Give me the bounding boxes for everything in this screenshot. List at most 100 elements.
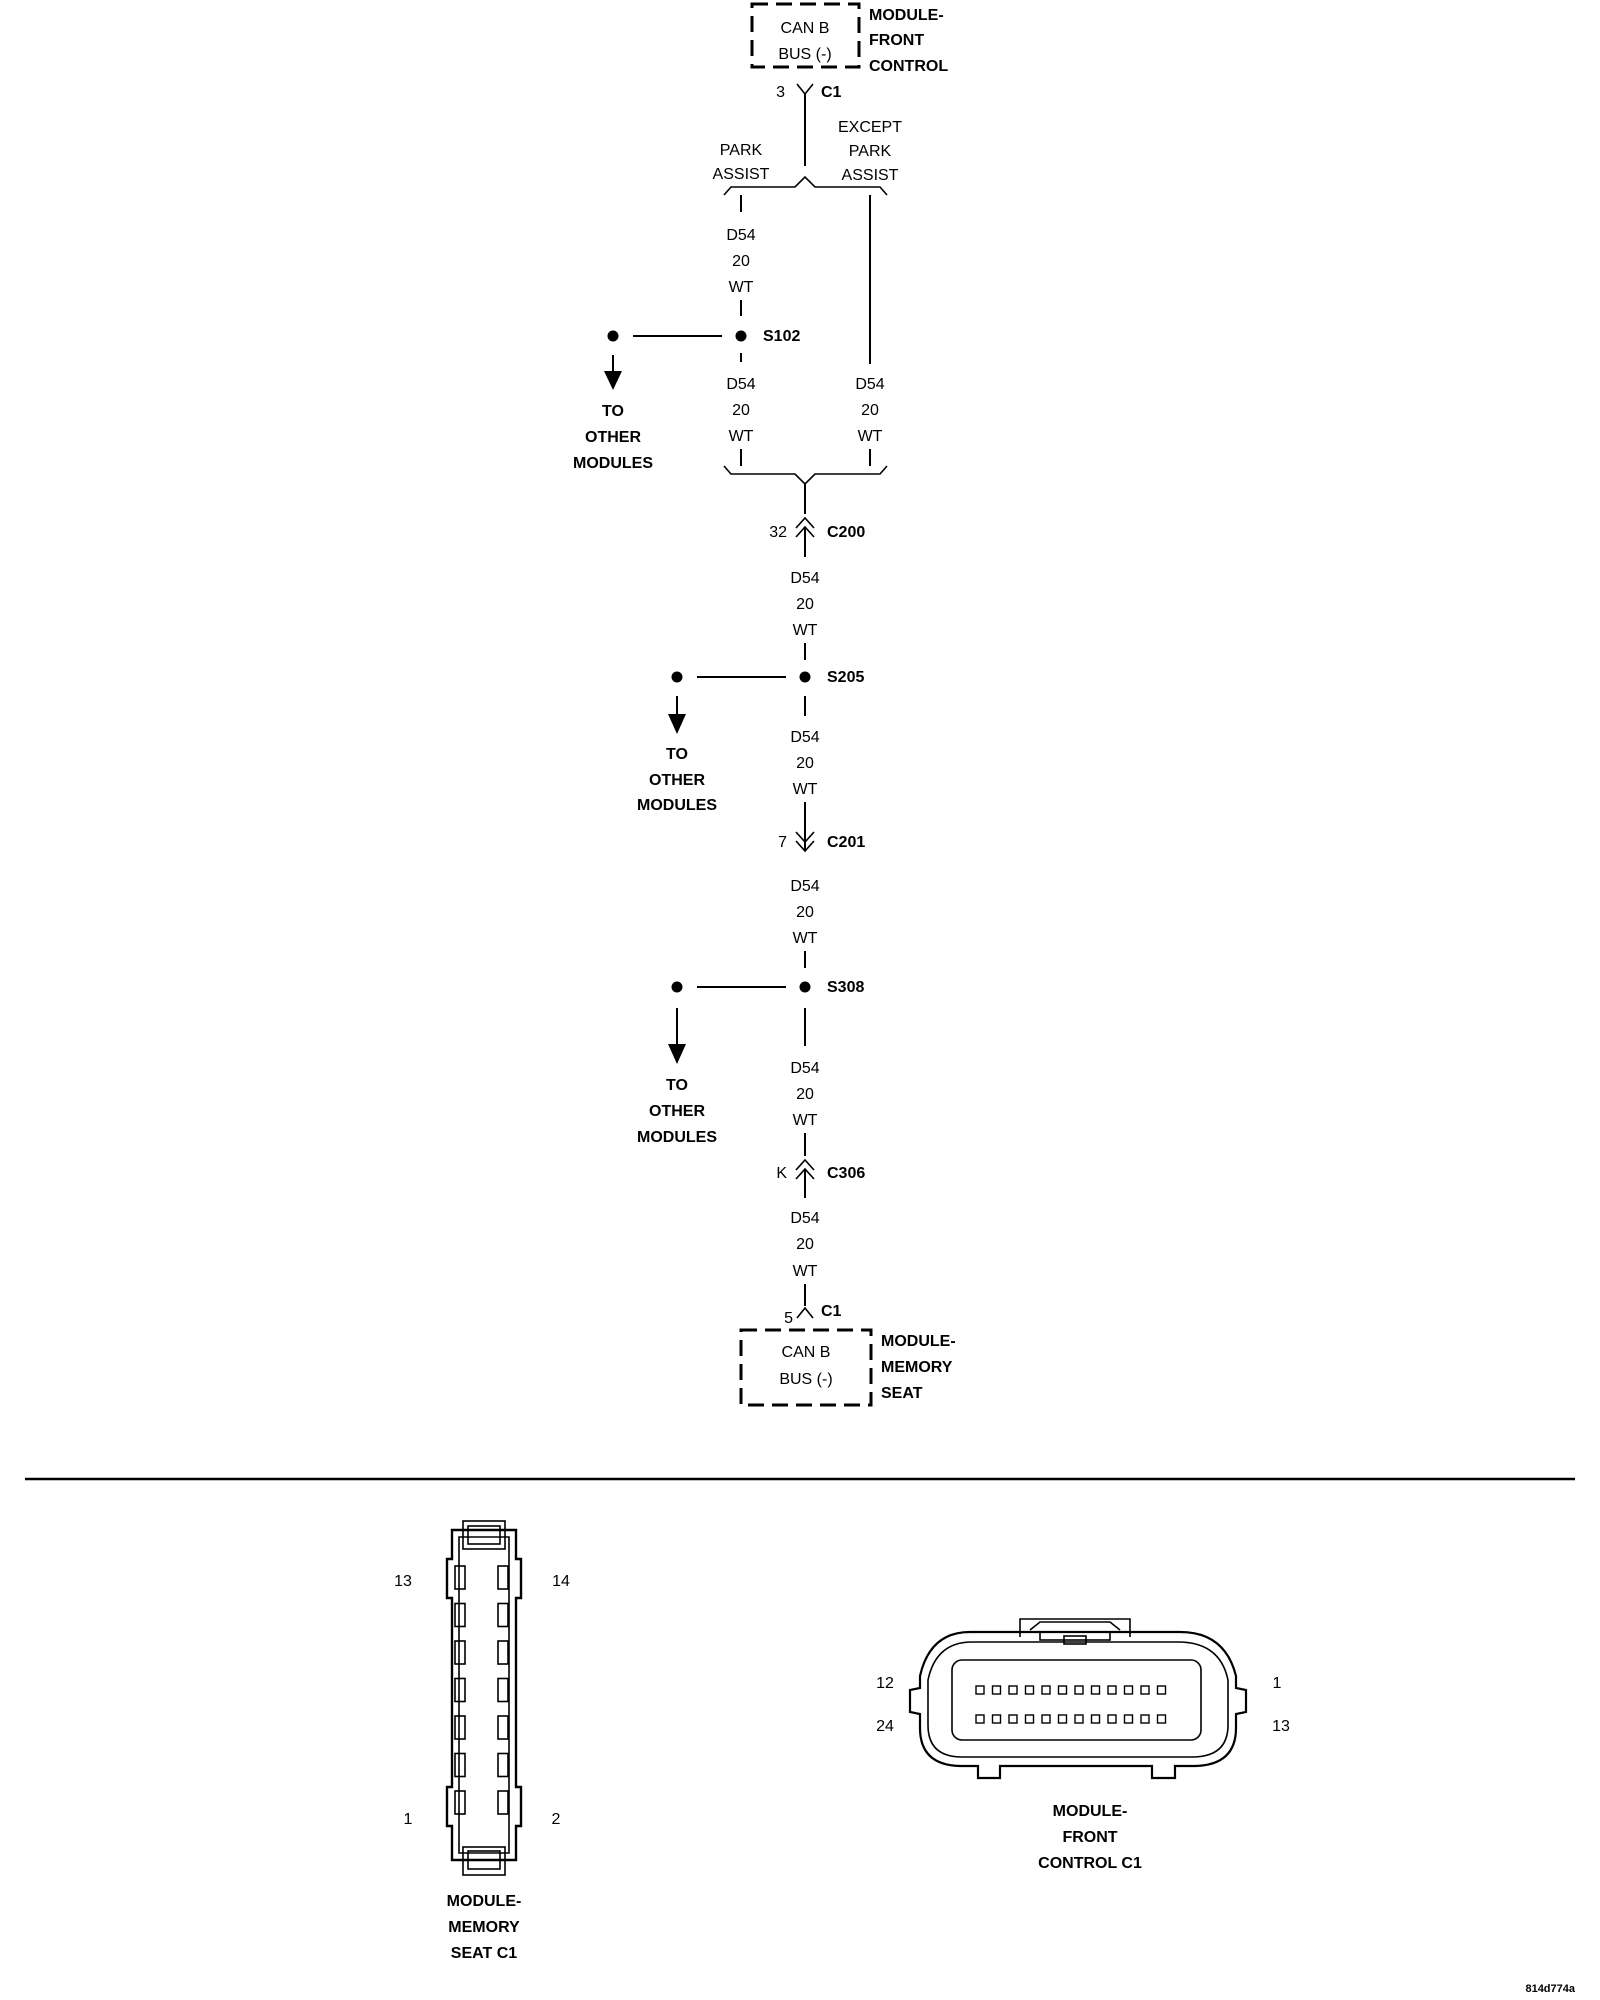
- seat-pin-cavity: [454, 1752, 466, 1778]
- opt-right-line1: EXCEPT: [838, 119, 902, 136]
- memory-seat-module: CAN B BUS (-) MODULE- MEMORY SEAT: [739, 1328, 956, 1407]
- splice-s308-dot: [799, 981, 811, 993]
- wire-c201-code: D54: [790, 878, 819, 895]
- c201-connector: 7 C201: [778, 831, 865, 853]
- branch2-end-dot: [671, 671, 683, 683]
- wire-s205-gauge: 20: [796, 755, 814, 772]
- seat-module-name1: MODULE-: [881, 1333, 956, 1350]
- opt-right-line3: ASSIST: [842, 167, 899, 184]
- front-pin-cavity: [1156, 1714, 1167, 1724]
- front-pin-cavity: [975, 1714, 985, 1724]
- front-view-label2: FRONT: [1062, 1829, 1117, 1846]
- front-box-line2: BUS (-): [778, 46, 831, 63]
- front-c1-connector: 3 C1: [776, 83, 842, 101]
- wire-s308-color: WT: [793, 1112, 818, 1129]
- seat-pin-cavity: [497, 1640, 509, 1665]
- front-pin-cavity: [1024, 1714, 1035, 1724]
- seat-c1-label: C1: [821, 1303, 842, 1320]
- wire-c306-color: WT: [793, 1263, 818, 1280]
- front-pin-cavity: [1057, 1714, 1068, 1724]
- wire-c306-code: D54: [790, 1210, 819, 1227]
- wire-c306-gauge: 20: [796, 1236, 814, 1253]
- front-pin-cavity: [1090, 1685, 1101, 1695]
- c200-pin: 32: [769, 524, 787, 541]
- seat-pin-cavity: [454, 1790, 466, 1815]
- option-brace-top: [723, 175, 888, 196]
- front-module-box: [750, 2, 861, 69]
- front-c1-label: C1: [821, 84, 842, 101]
- front-pin-cavity: [1107, 1714, 1117, 1724]
- front-pin-cavity: [1140, 1685, 1150, 1695]
- front-view-label1: MODULE-: [1053, 1803, 1128, 1820]
- seat-pin-cavity: [497, 1677, 509, 1703]
- front-module-name2: FRONT: [869, 32, 924, 49]
- front-pin-cavity: [1008, 1685, 1018, 1695]
- seat-pin-cavity: [497, 1602, 509, 1628]
- seat-pin-cavity: [454, 1715, 466, 1740]
- seat-c1-pin: 5: [784, 1310, 793, 1327]
- seat-module-name3: SEAT: [881, 1385, 923, 1402]
- splice-s205-label: S205: [827, 669, 864, 686]
- branch3-line1: TO: [666, 1077, 688, 1094]
- wire-left-code2: D54: [726, 376, 755, 393]
- front-pin-cavity: [1041, 1685, 1051, 1695]
- seat-pin-label-bl: 1: [404, 1811, 413, 1828]
- front-pin-label-tr: 1: [1273, 1675, 1282, 1692]
- front-pin-cavities: [975, 1685, 1167, 1724]
- wire-s205-color: WT: [793, 781, 818, 798]
- front-pin-label-bl: 24: [876, 1718, 894, 1735]
- front-pin-cavity: [1074, 1714, 1084, 1724]
- splice-s102-label: S102: [763, 328, 800, 345]
- front-top-latch: [1019, 1618, 1131, 1637]
- seat-pin-cavity: [454, 1602, 466, 1628]
- seat-view-label2: MEMORY: [448, 1919, 520, 1936]
- c200-label: C200: [827, 524, 865, 541]
- seat-pin-label-br: 2: [552, 1811, 561, 1828]
- branch3-end-dot: [671, 981, 683, 993]
- seat-connector-body: [445, 1528, 523, 1862]
- seat-pin-cavity: [497, 1790, 509, 1815]
- c306-pin: K: [776, 1165, 787, 1182]
- front-pin-cavity: [1156, 1685, 1167, 1695]
- front-pin-cavity: [1090, 1714, 1101, 1724]
- wire-left-gauge2: 20: [732, 402, 750, 419]
- branch2-line3: MODULES: [637, 797, 717, 814]
- front-pin-cavity: [1024, 1685, 1035, 1695]
- front-pin-label-br: 13: [1272, 1718, 1290, 1735]
- branch2-arrow-icon: [668, 714, 686, 734]
- seat-module-name2: MEMORY: [881, 1359, 953, 1376]
- front-pin-cavity: [1123, 1714, 1134, 1724]
- front-control-module: CAN B BUS (-) MODULE- FRONT CONTROL: [750, 2, 948, 75]
- branch1-line2: OTHER: [585, 429, 641, 446]
- branch3-arrow-icon: [668, 1044, 686, 1064]
- wire-c201-gauge: 20: [796, 904, 814, 921]
- front-c1-face-view: 12 1 24 13 MODULE- FRONT CONTROL C1: [876, 1618, 1290, 1872]
- wire-s308-code: D54: [790, 1060, 819, 1077]
- seat-pin-cavity: [497, 1715, 509, 1740]
- c201-label: C201: [827, 834, 865, 851]
- option-brace-bottom: [723, 465, 888, 486]
- front-pin-cavity: [1041, 1714, 1051, 1724]
- opt-left-line1: PARK: [720, 142, 763, 159]
- branch1-line1: TO: [602, 403, 624, 420]
- front-c1-pin: 3: [776, 84, 785, 101]
- front-pin-cavity: [975, 1685, 985, 1695]
- branch3-line3: MODULES: [637, 1129, 717, 1146]
- branch1-arrow-icon: [604, 371, 622, 390]
- front-connector-housing: [908, 1630, 1248, 1780]
- front-pin-cavity: [1123, 1685, 1134, 1695]
- wire-left-code1: D54: [726, 227, 755, 244]
- front-view-label3: CONTROL C1: [1038, 1855, 1142, 1872]
- front-module-name3: CONTROL: [869, 58, 948, 75]
- branch2-line2: OTHER: [649, 772, 705, 789]
- wire-c201-color: WT: [793, 930, 818, 947]
- branch2-line1: TO: [666, 746, 688, 763]
- wire-right-code: D54: [855, 376, 884, 393]
- branch3-line2: OTHER: [649, 1103, 705, 1120]
- wire-c200-gauge: 20: [796, 596, 814, 613]
- seat-view-label3: SEAT C1: [451, 1945, 517, 1962]
- front-pin-cavity: [1107, 1685, 1117, 1695]
- wire-c200-code: D54: [790, 570, 819, 587]
- front-pin-cavity: [991, 1714, 1002, 1724]
